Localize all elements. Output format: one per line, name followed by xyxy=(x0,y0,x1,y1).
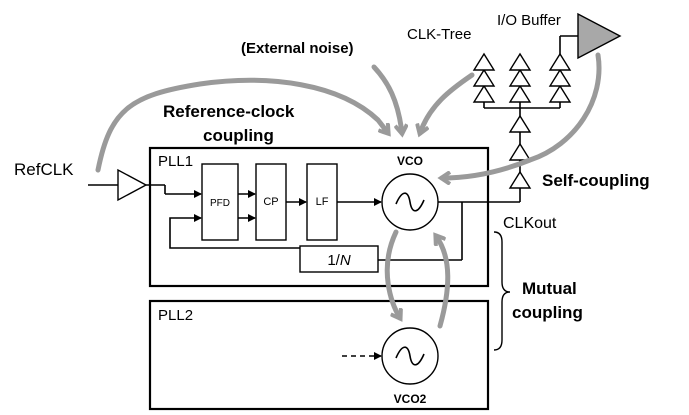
feedback-to-pfd-arrow xyxy=(169,214,300,249)
tree-buffer-3 xyxy=(508,114,532,133)
vco2-label: VCO2 xyxy=(394,392,427,406)
mutual-coupling-up-arrow xyxy=(436,236,451,329)
cp-label: CP xyxy=(263,196,278,208)
pll1-box xyxy=(148,146,490,288)
clkout-label: CLKout xyxy=(503,215,557,232)
external-noise-arrow xyxy=(371,64,402,133)
mutual-coupling-down-arrow xyxy=(384,229,400,318)
pll2-box xyxy=(148,299,490,411)
lf-block xyxy=(306,163,338,241)
pll1-label: PLL1 xyxy=(158,153,193,170)
refclk-label: RefCLK xyxy=(14,160,74,179)
self-coupling-arrow xyxy=(442,52,602,178)
reference-coupling-label-line1: Reference-clock xyxy=(163,102,295,121)
tree-buffer-2 xyxy=(508,142,532,161)
branch-mid-buffer-2 xyxy=(508,68,532,87)
branch-right-buffer-3 xyxy=(548,52,572,71)
reference-coupling-label-line2: coupling xyxy=(203,126,274,145)
external-noise-label: (External noise) xyxy=(241,40,354,57)
mutual-label-line2: coupling xyxy=(512,303,583,322)
pfd-label: PFD xyxy=(210,198,230,209)
branch-mid-buffer-1 xyxy=(508,84,532,103)
clk-tree-noise-arrow xyxy=(420,72,475,133)
reference-clock-coupling-arrow xyxy=(95,77,388,173)
branch-left-buffer-3 xyxy=(472,52,496,71)
tree-buffer-1 xyxy=(508,170,532,189)
branch-mid-buffer-3 xyxy=(508,52,532,71)
mutual-brace xyxy=(493,231,511,351)
vco-label: VCO xyxy=(397,154,423,168)
clk-tree-label: CLK-Tree xyxy=(407,26,471,43)
ref-input-buffer xyxy=(117,168,148,202)
self-coupling-label: Self-coupling xyxy=(542,171,650,190)
sine-icon xyxy=(395,346,425,366)
pfd-block xyxy=(201,163,239,241)
lf-label: LF xyxy=(316,196,329,208)
mutual-label-line1: Mutual xyxy=(522,279,577,298)
io-buffer xyxy=(577,12,622,60)
divider-block xyxy=(299,245,379,273)
branch-right-buffer-2 xyxy=(548,68,572,87)
io-buffer-label: I/O Buffer xyxy=(497,12,561,29)
branch-left-buffer-1 xyxy=(472,84,496,103)
sine-icon xyxy=(395,192,425,212)
cp-block xyxy=(255,163,287,241)
branch-right-buffer-1 xyxy=(548,84,572,103)
pll2-label: PLL2 xyxy=(158,307,193,324)
divider-label: 1/N xyxy=(327,252,351,269)
branch-left-buffer-2 xyxy=(472,68,496,87)
